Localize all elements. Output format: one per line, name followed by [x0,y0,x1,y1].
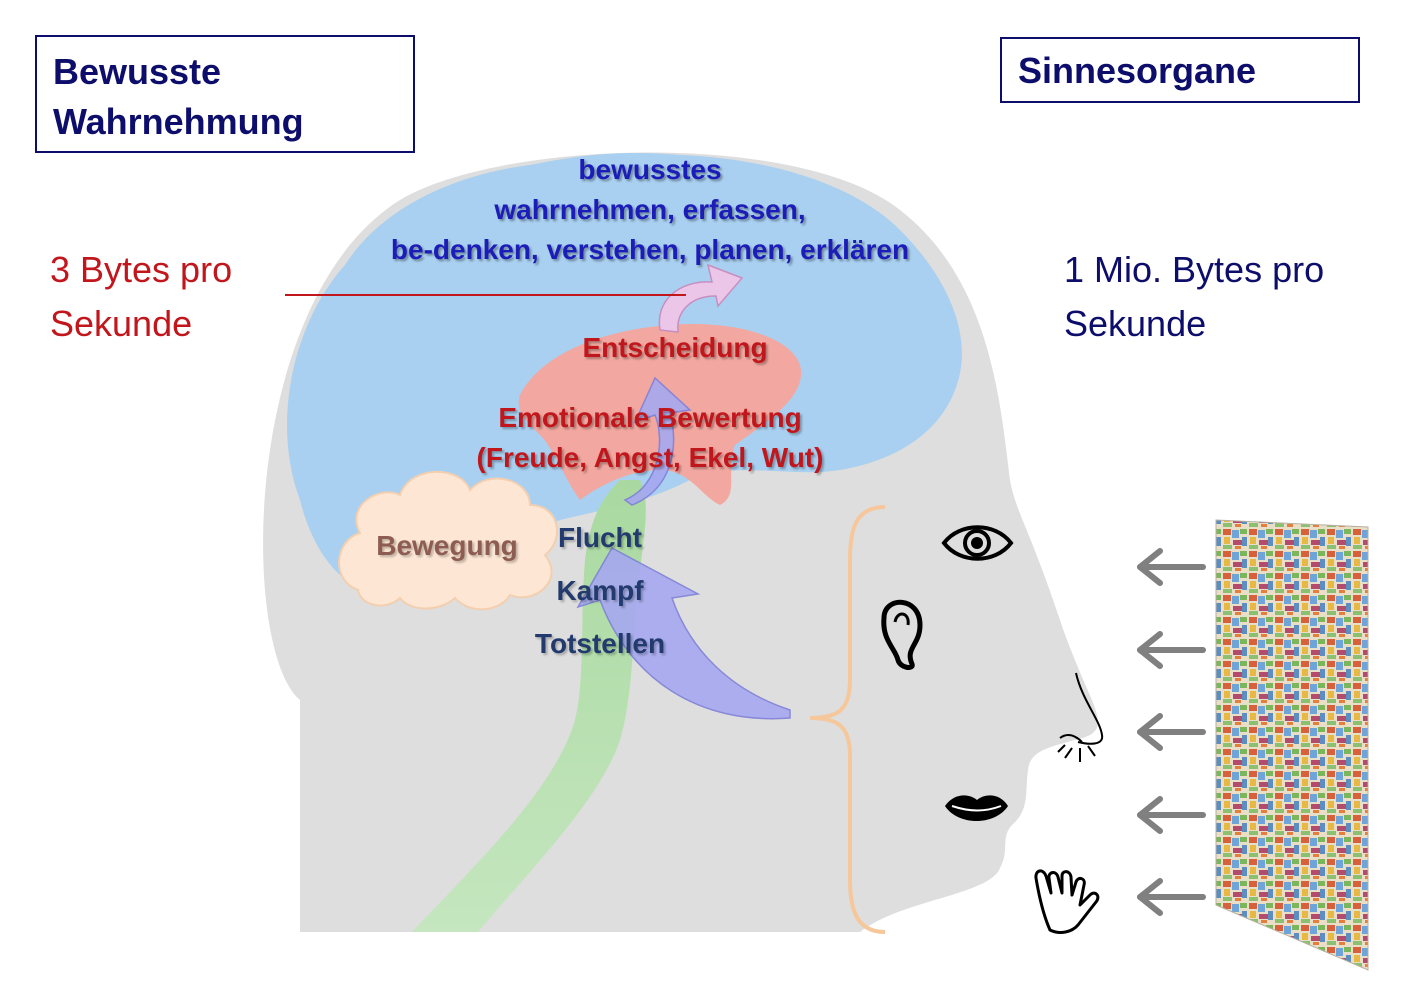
sensory-rate-line1: 1 Mio. Bytes pro [1064,249,1325,290]
conscious-perception-line2: Wahrnehmung [53,101,304,142]
sensory-rate-line2: Sekunde [1064,303,1207,344]
response-freeze: Totstellen [534,628,666,659]
emotion-line1: Emotionale Bewertung [498,402,802,433]
limbic-to-cortex-arrow [658,263,744,333]
lips-icon [945,795,1008,821]
stem-to-limbic-arrow [623,376,692,506]
conscious-perception-line1: Bewusste [53,51,222,92]
input-arrow-2 [1137,631,1206,669]
conscious-rate-line2: Sekunde [50,303,193,344]
input-arrows [1137,548,1206,916]
eye-icon [941,525,1014,561]
emotion-label: Emotionale Bewertung (Freude, Angst, Eke… [400,398,900,478]
cortex-line2: wahrnehmen, erfassen, [494,194,806,225]
nose-icon [1057,672,1104,762]
environment-picture [1215,519,1369,971]
input-arrow-4 [1137,796,1206,834]
movement-label: Bewegung [376,530,518,561]
input-arrow-3 [1137,713,1206,751]
sense-organs-box: Sinnesorgane [1000,37,1360,103]
sensory-rate: 1 Mio. Bytes pro Sekunde [1064,243,1324,351]
movement-cloud [338,470,558,611]
decision-label: Entscheidung [582,332,768,363]
cortex-line1: bewusstes [578,154,722,185]
ear-icon [881,599,923,670]
conscious-perception-box: Bewusste Wahrnehmung [35,35,415,153]
response-fight: Kampf [556,575,644,606]
cortex-label: bewusstes wahrnehmen, erfassen, be-denke… [300,150,1000,270]
sense-to-stem-arrow [576,546,791,720]
senses-brace [809,505,886,934]
hand-icon [1034,869,1100,934]
conscious-rate: 3 Bytes pro Sekunde [50,243,232,351]
emotion-line2: (Freude, Angst, Ekel, Wut) [476,442,824,473]
input-arrow-5 [1137,878,1206,916]
response-flight: Flucht [558,522,642,553]
cortex-line3: be-denken, verstehen, planen, erklären [390,234,910,265]
input-arrow-1 [1137,548,1206,586]
sense-organs-title: Sinnesorgane [1018,50,1257,91]
conscious-rate-line1: 3 Bytes pro [50,249,233,290]
